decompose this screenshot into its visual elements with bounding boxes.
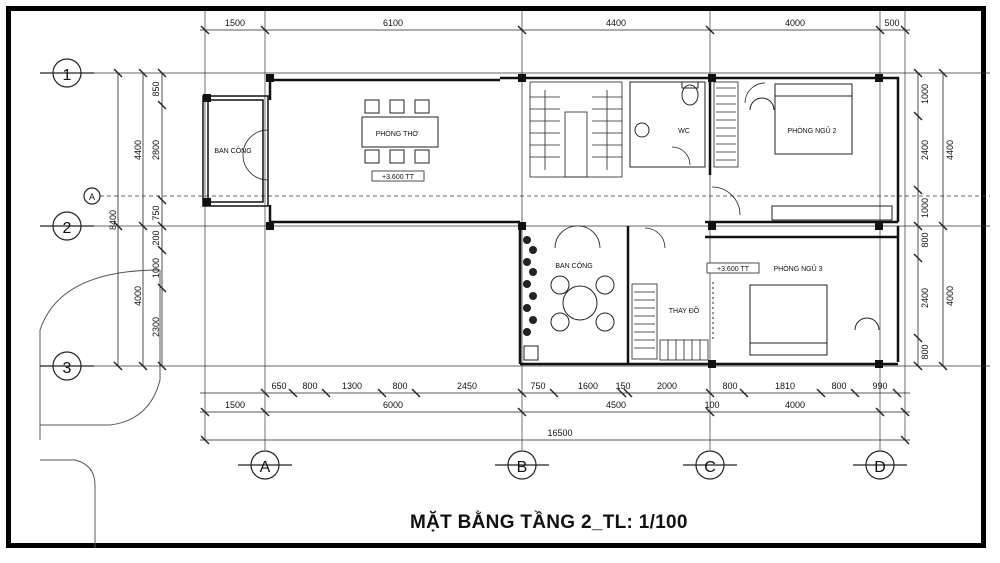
altar-table	[361, 99, 439, 164]
level-label-bedroom3: +3.600 TT	[717, 266, 750, 273]
dim-left-inner-2: 750	[151, 205, 161, 220]
dim-bottom-mid-4: 4000	[785, 400, 805, 410]
walls	[268, 76, 900, 366]
dim-bottom-detail-3: 800	[392, 381, 407, 391]
level-box-altar	[371, 170, 425, 182]
dim-bottom-detail-7: 150	[615, 381, 630, 391]
room-label-wc: WC	[678, 128, 690, 135]
dim-top-2: 4400	[606, 18, 626, 28]
dim-right-inner-5: 800	[920, 344, 930, 359]
dim-left-inner-0: 850	[151, 81, 161, 96]
axis-label-col-C: C	[704, 459, 716, 476]
dim-right-inner-0: 1000	[920, 84, 930, 104]
axis-label-row-3: 3	[63, 360, 72, 377]
wardrobe-bedroom2	[713, 81, 739, 168]
dim-bottom-detail-9: 800	[722, 381, 737, 391]
dim-top-0: 1500	[225, 18, 245, 28]
dim-bottom-detail-4: 2450	[457, 381, 477, 391]
dim-bottom-mid-2: 4500	[606, 400, 626, 410]
dim-left-outer-0: 4400	[133, 140, 143, 160]
dim-top-4: 500	[884, 18, 899, 28]
axis-bubble-arrows	[40, 72, 907, 466]
room-label-bedroom3: PHÒNG NGỦ 3	[773, 264, 822, 273]
dim-bottom-total: 16500	[547, 428, 572, 438]
section-label: A	[89, 192, 95, 202]
bed-bedroom3	[749, 284, 880, 356]
dim-right-inner-1: 2400	[920, 140, 930, 160]
wc-fixtures	[629, 81, 706, 168]
dim-right-inner-3: 800	[920, 232, 930, 247]
dim-top-1: 6100	[383, 18, 403, 28]
drawing-title: MẶT BẰNG TẦNG 2_TL: 1/100	[410, 512, 688, 533]
dim-bottom-detail-8: 2000	[657, 381, 677, 391]
axis-label-row-2: 2	[63, 220, 72, 237]
balcony-left-rail	[202, 95, 269, 207]
room-label-bedroom2: PHÒNG NGỦ 2	[787, 126, 836, 135]
dim-bottom-detail-5: 750	[530, 381, 545, 391]
room-label-balcony-left: BAN CÔNG	[214, 146, 251, 155]
axis-label-col-A: A	[260, 459, 271, 476]
balcony-table	[550, 275, 615, 332]
dimension-lines	[117, 29, 944, 441]
room-label-balcony-mid: BAN CÔNG	[555, 261, 592, 270]
axis-label-col-D: D	[874, 459, 886, 476]
dim-left-inner-4: 1000	[151, 258, 161, 278]
dim-right-outer-0: 4400	[945, 140, 955, 160]
dim-bottom-detail-1: 800	[302, 381, 317, 391]
dim-bottom-mid-0: 1500	[225, 400, 245, 410]
dim-bottom-mid-3: 100	[704, 400, 719, 410]
dim-bottom-detail-11: 800	[831, 381, 846, 391]
dim-bottom-mid-1: 6000	[383, 400, 403, 410]
dim-top-3: 4000	[785, 18, 805, 28]
dim-left-outer-1: 4000	[133, 286, 143, 306]
axis-label-col-B: B	[517, 459, 528, 476]
dim-left-inner-1: 2800	[151, 140, 161, 160]
dim-bottom-detail-10: 1810	[775, 381, 795, 391]
room-label-altar: PHÒNG THỜ	[376, 129, 419, 138]
room-label-dressing: THAY ĐỒ	[669, 305, 700, 315]
staircase	[529, 81, 623, 178]
wardrobe-dressing	[631, 283, 709, 361]
dim-right-inner-4: 2400	[920, 288, 930, 308]
planter-box	[523, 345, 539, 361]
dim-left-overall: 8400	[108, 210, 118, 230]
dim-left-inner-3: 200	[151, 230, 161, 245]
level-box-bedroom3	[706, 262, 760, 274]
dim-bottom-detail-2: 1300	[342, 381, 362, 391]
axis-bubbles	[52, 58, 895, 480]
level-label-altar: +3.600 TT	[382, 174, 415, 181]
site-outline	[39, 269, 161, 548]
dim-right-inner-2: 1000	[920, 198, 930, 218]
dim-bottom-detail-6: 1600	[578, 381, 598, 391]
dim-left-inner-5: 2300	[151, 317, 161, 337]
planter-strip	[523, 236, 537, 336]
axis-label-row-1: 1	[63, 67, 72, 84]
dim-bottom-detail-0: 650	[271, 381, 286, 391]
dim-bottom-detail-12: 990	[872, 381, 887, 391]
door-swings	[242, 82, 766, 249]
bed-bedroom2	[749, 83, 893, 221]
dimension-ticks	[113, 25, 948, 445]
dim-right-outer-1: 4000	[945, 286, 955, 306]
columns	[203, 74, 883, 368]
